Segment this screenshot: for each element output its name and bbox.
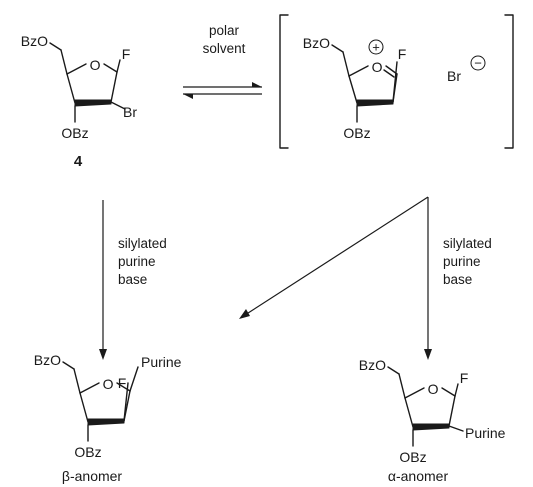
condition-right-line-3: base [443, 272, 472, 287]
purine-label: Purine [465, 425, 506, 441]
obz-label: OBz [343, 125, 370, 141]
arrow-to-beta [99, 200, 107, 360]
condition-left-line-2: purine [118, 254, 156, 269]
beta-anomer-label: β-anomer [62, 468, 123, 484]
obz-label: OBz [74, 444, 101, 460]
compound-4: O F Br BzO OBz [21, 33, 138, 141]
alpha-anomer-label: α-anomer [388, 468, 449, 484]
purine-label: Purine [141, 354, 182, 370]
obz-label: OBz [399, 449, 426, 465]
equilibrium-arrows [183, 82, 262, 99]
ring-oxygen-label: O [428, 381, 439, 397]
bracket-left [279, 14, 289, 149]
equilibrium-condition-line-2: solvent [203, 41, 246, 56]
negative-charge-sign: − [474, 56, 482, 71]
fluorine-label: F [122, 46, 131, 62]
positive-charge-sign: + [372, 40, 380, 55]
ring-oxygen-label: O [90, 57, 101, 73]
bromine-label: Br [123, 104, 137, 120]
arrow-intermediate-to-beta [239, 196, 429, 319]
beta-anomer-structure: O F Purine BzO OBz [34, 352, 182, 460]
arrow-to-alpha [424, 197, 432, 360]
positive-charge-icon [368, 39, 384, 55]
equilibrium-condition-line-1: polar [209, 23, 240, 38]
bracket-right [504, 14, 514, 149]
condition-left-line-1: silylated [118, 236, 167, 251]
bzo-label: BzO [303, 35, 330, 51]
condition-left-line-3: base [118, 272, 147, 287]
negative-charge-icon [470, 55, 486, 71]
alpha-anomer-structure: O F Purine BzO OBz [359, 357, 506, 465]
ring-oxygen-label: O [103, 376, 114, 392]
fluorine-label: F [460, 370, 469, 386]
compound-number: 4 [74, 153, 83, 170]
obz-label: OBz [61, 125, 88, 141]
condition-right-line-2: purine [443, 254, 481, 269]
fluorine-label: F [118, 375, 127, 391]
condition-right-line-1: silylated [443, 236, 492, 251]
bromide-label: Br [447, 68, 461, 84]
ring-oxygen-label: O [372, 59, 383, 75]
oxocarbenium-intermediate: O F BzO OBz + [303, 35, 407, 141]
fluorine-label: F [398, 46, 407, 62]
bzo-label: BzO [34, 352, 61, 368]
bzo-label: BzO [21, 33, 48, 49]
bzo-label: BzO [359, 357, 386, 373]
